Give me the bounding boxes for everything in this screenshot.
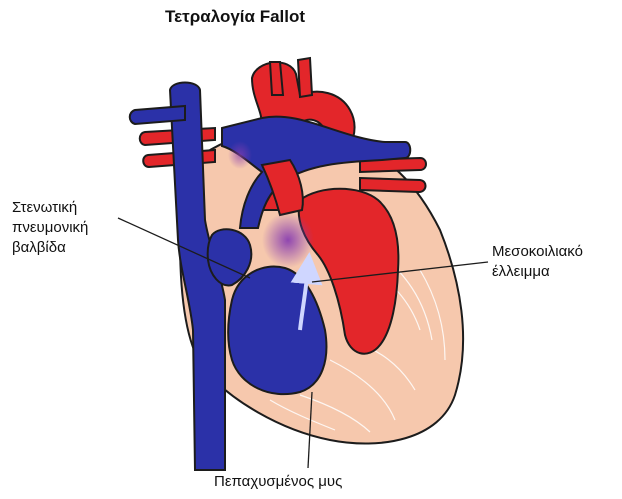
label-line: Μεσοκοιλιακό	[492, 242, 583, 262]
label-line: έλλειμμα	[492, 262, 583, 282]
aorta-branch-1	[270, 62, 283, 95]
label-line: Στενωτική	[12, 198, 88, 218]
label-pulmonary-stenosis: Στενωτική πνευμονική βαλβίδα	[12, 198, 88, 258]
label-line: βαλβίδα	[12, 238, 88, 258]
septal-defect-mixing	[262, 212, 314, 268]
blue-branch-left	[130, 106, 185, 124]
label-thickened-muscle: Πεπαχυσμένος μυς	[214, 472, 342, 492]
mixing-small	[228, 141, 252, 169]
label-line: πνευμονική	[12, 218, 88, 238]
aorta-branch-2	[298, 58, 312, 97]
pulmonary-vein-right-2	[360, 178, 426, 192]
label-ventricular-septal-defect: Μεσοκοιλιακό έλλειμμα	[492, 242, 583, 282]
